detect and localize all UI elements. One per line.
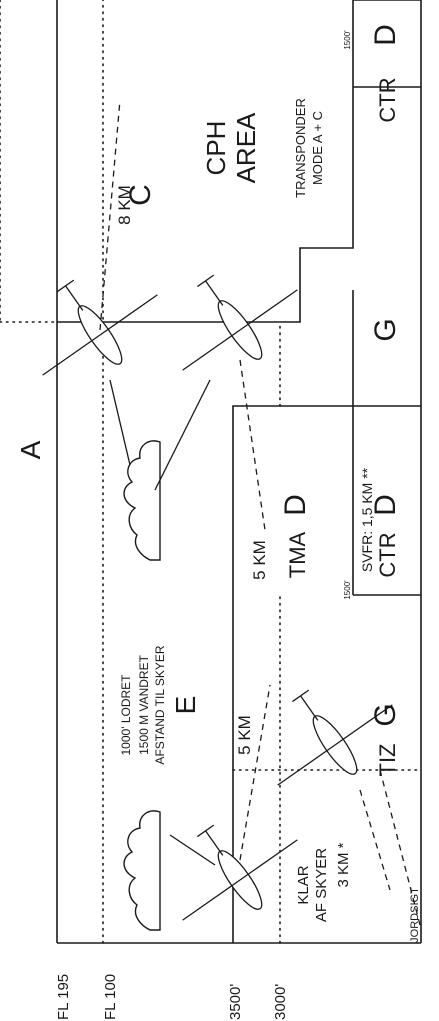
cph-area-line2: AREA: [231, 112, 261, 183]
transponder-line1: TRANSPONDER: [293, 98, 308, 198]
clearance-line2: 1500 M VANDRET: [137, 654, 151, 754]
arrow-5km-tma: [240, 360, 265, 530]
clearance-line1: 1000' LODRET: [119, 674, 133, 756]
arrow-3km: [360, 790, 390, 890]
label-3000: 3000': [272, 984, 289, 1020]
arrow-cloud-tma: [155, 380, 210, 490]
height-1500-a: 1500': [343, 30, 352, 50]
tma-label: TMA: [285, 531, 310, 578]
ctr-left-label: CTR: [375, 532, 400, 577]
arrow-cloud-left: [170, 835, 215, 865]
ground-sight-label: JORDSIGT: [409, 887, 421, 943]
label-3500: 3500': [227, 984, 244, 1020]
arrow-5km-e: [240, 685, 270, 860]
clearance-line3: AFSTAND TIL SKYER: [153, 645, 167, 764]
ctr-right-label: CTR: [375, 77, 400, 122]
cloud-right: [124, 441, 160, 560]
svfr-label: SVFR: 1,5 KM **: [359, 467, 375, 572]
label-fl195: FL 195: [55, 974, 72, 1020]
glider-tma: [148, 241, 317, 399]
visibility-8km: 8 KM: [115, 185, 134, 225]
arrow-cloud-upper: [110, 380, 130, 465]
transponder-line2: MODE A + C: [310, 111, 325, 185]
tiz-label: TIZ: [375, 744, 400, 777]
glider-tiz: [243, 656, 412, 814]
class-d-ctr-right: D: [369, 24, 402, 46]
class-g-lower: G: [369, 703, 402, 726]
glider-upper: [8, 246, 177, 404]
class-d-tma: D: [279, 494, 312, 516]
cph-area-line1: CPH: [201, 121, 231, 176]
height-1500-b: 1500': [343, 580, 352, 600]
class-a: A: [15, 440, 46, 459]
visibility-5km-e: 5 KM: [235, 715, 254, 755]
visibility-3km: 3 KM *: [335, 842, 352, 887]
clear-line1: KLAR: [295, 865, 312, 904]
visibility-5km-tma: 5 KM: [250, 540, 269, 580]
label-fl100: FL 100: [102, 974, 119, 1020]
cloud-left: [124, 811, 160, 930]
class-g-upper: G: [369, 318, 402, 341]
clear-line2: AF SKYER: [313, 848, 330, 922]
class-e: E: [170, 696, 201, 715]
